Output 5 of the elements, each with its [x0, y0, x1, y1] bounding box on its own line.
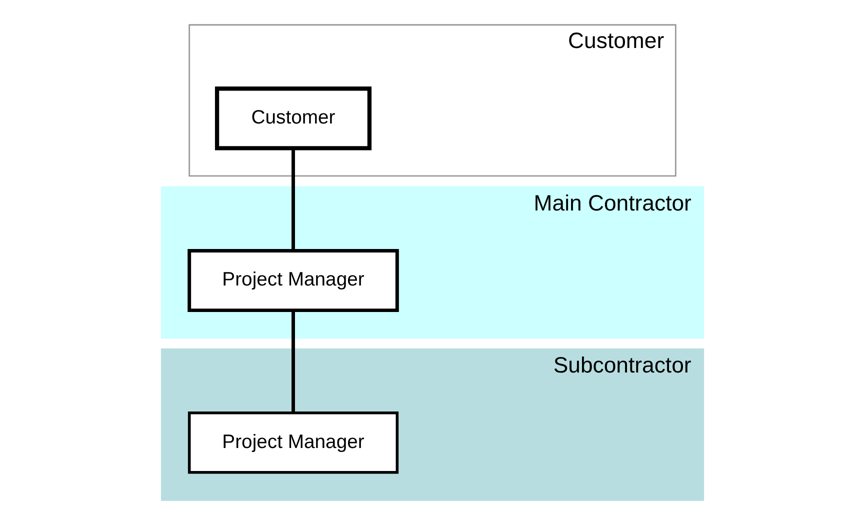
node-box: Customer: [214, 86, 372, 150]
connector: [291, 148, 294, 250]
connector: [291, 310, 294, 412]
node-box: Project Manager: [187, 249, 398, 312]
node-box: Project Manager: [187, 411, 398, 474]
